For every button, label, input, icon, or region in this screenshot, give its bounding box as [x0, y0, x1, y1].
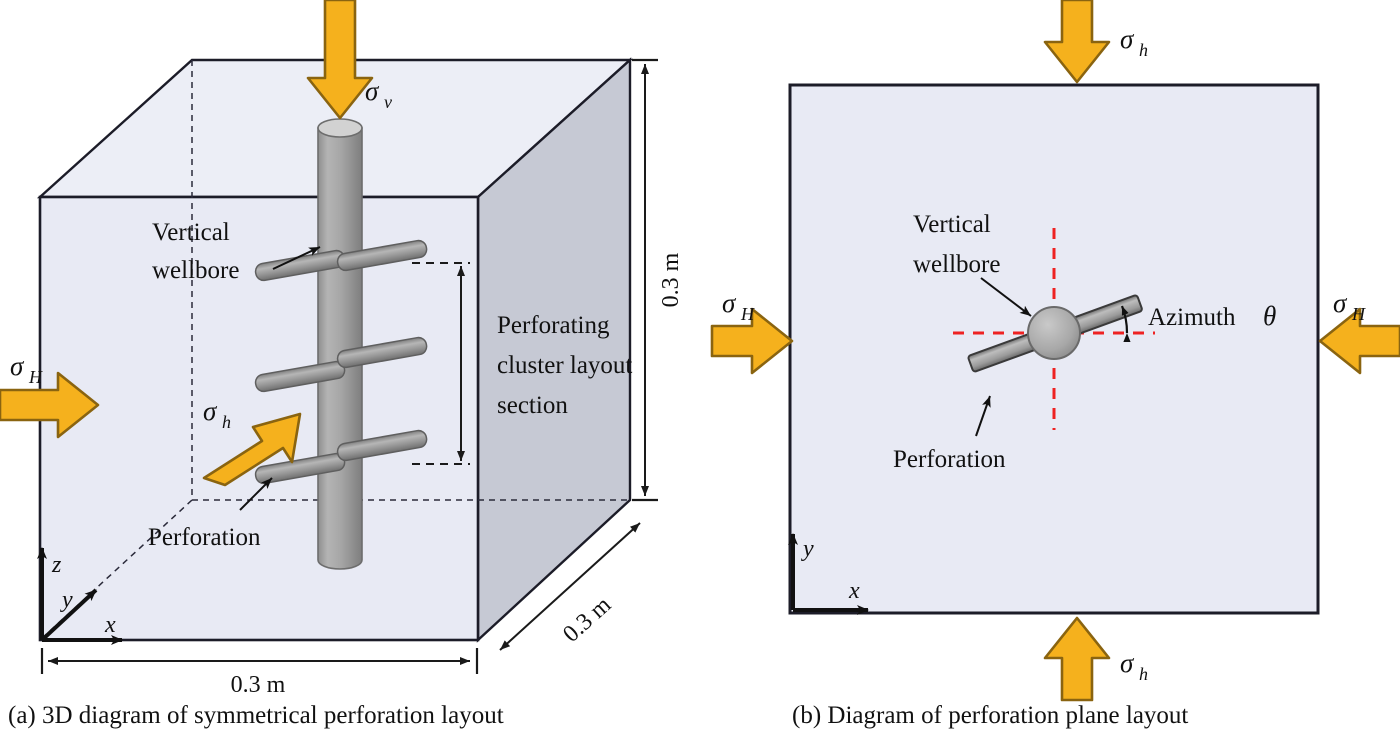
sigma-H-subscript-a: H	[28, 367, 43, 387]
vertical-wellbore-label-a-2: wellbore	[152, 257, 239, 284]
sigma-H-arrow-left	[0, 371, 100, 439]
vertical-wellbore-label-b-1: Vertical	[913, 211, 991, 238]
sigma-v-arrow	[306, 0, 374, 120]
vertical-wellbore-leader-a	[272, 246, 321, 270]
width-dimension-a	[40, 648, 479, 674]
block-hidden-edges	[39, 60, 630, 641]
perforation-label-a: Perforation	[148, 524, 261, 551]
sigma-h-arrow-top-b	[1043, 0, 1111, 84]
azimuth-angle-indicator	[1120, 305, 1131, 343]
width-dimension-label-a: 0.3 m	[231, 672, 286, 698]
cluster-section-label-3: section	[497, 392, 568, 419]
caption-panel-a: (a) 3D diagram of symmetrical perforatio…	[8, 702, 504, 729]
vertical-wellbore-label-b-2: wellbore	[913, 251, 1000, 278]
azimuth-symbol-b: θ	[1263, 301, 1276, 331]
sigma-h-arrow-bottom-b	[1043, 616, 1111, 702]
perforation-cluster-2	[254, 336, 428, 393]
perforation-leader-b	[975, 395, 991, 437]
perforation-leader-a	[239, 477, 273, 511]
panel-b-plane-view: Azimuth θ Vertical wellbore Perforation …	[710, 0, 1400, 702]
sigma-v-subscript: v	[384, 92, 392, 112]
sigma-h-label-bottom-b: σ	[1120, 648, 1135, 678]
sigma-h-label-a: σ	[203, 396, 218, 426]
sigma-H-arrow-right-b	[1318, 307, 1400, 375]
height-dimension-label-a: 0.3 m	[658, 252, 684, 307]
vertical-wellbore-3d	[317, 118, 363, 570]
azimuth-label-b: Azimuth	[1148, 304, 1236, 331]
vertical-wellbore-label-a-1: Vertical	[152, 219, 230, 246]
axis-label-y-a: y	[60, 587, 73, 613]
cluster-section-label-1: Perforating	[497, 312, 610, 339]
axis-label-y-b: y	[801, 536, 814, 562]
coordinate-axes-a	[37, 547, 123, 645]
axis-label-z-a: z	[51, 552, 62, 578]
axis-label-x-a: x	[104, 612, 116, 638]
sigma-H-label-right-b: σ	[1333, 288, 1348, 318]
caption-panel-b: (b) Diagram of perforation plane layout	[792, 702, 1189, 729]
sigma-h-subscript-bottom-b: h	[1139, 664, 1148, 684]
vertical-wellbore-leader-b	[980, 277, 1032, 317]
sigma-h-subscript-top-b: h	[1139, 40, 1148, 60]
sigma-v-label: σ	[365, 76, 380, 106]
perforation-cluster-1	[254, 239, 428, 282]
axis-label-x-b: x	[848, 578, 860, 604]
sigma-h-arrow-diagonal	[202, 412, 302, 487]
sigma-H-arrow-left-b	[710, 307, 794, 375]
sigma-h-subscript-a: h	[222, 412, 231, 432]
depth-dimension-a	[499, 522, 641, 651]
vertical-wellbore-circle-b	[1027, 306, 1081, 360]
coordinate-axes-b	[788, 533, 869, 615]
cluster-extent-dimension	[412, 262, 470, 465]
panel-a-3d-block: σ v σ H σ h Vertical wellbore Perforatio…	[0, 0, 684, 698]
sigma-h-label-top-b: σ	[1120, 24, 1135, 54]
sigma-H-label-left-b: σ	[722, 288, 737, 318]
depth-dimension-label-a: 0.3 m	[558, 592, 616, 648]
sigma-H-label-a: σ	[10, 351, 25, 381]
cluster-section-label-2: cluster layout	[497, 352, 632, 379]
sigma-H-subscript-right-b: H	[1351, 304, 1366, 324]
sigma-H-subscript-left-b: H	[740, 304, 755, 324]
perforation-label-b: Perforation	[893, 446, 1006, 473]
height-dimension-a	[632, 58, 658, 502]
perforation-cluster-3	[254, 429, 428, 485]
